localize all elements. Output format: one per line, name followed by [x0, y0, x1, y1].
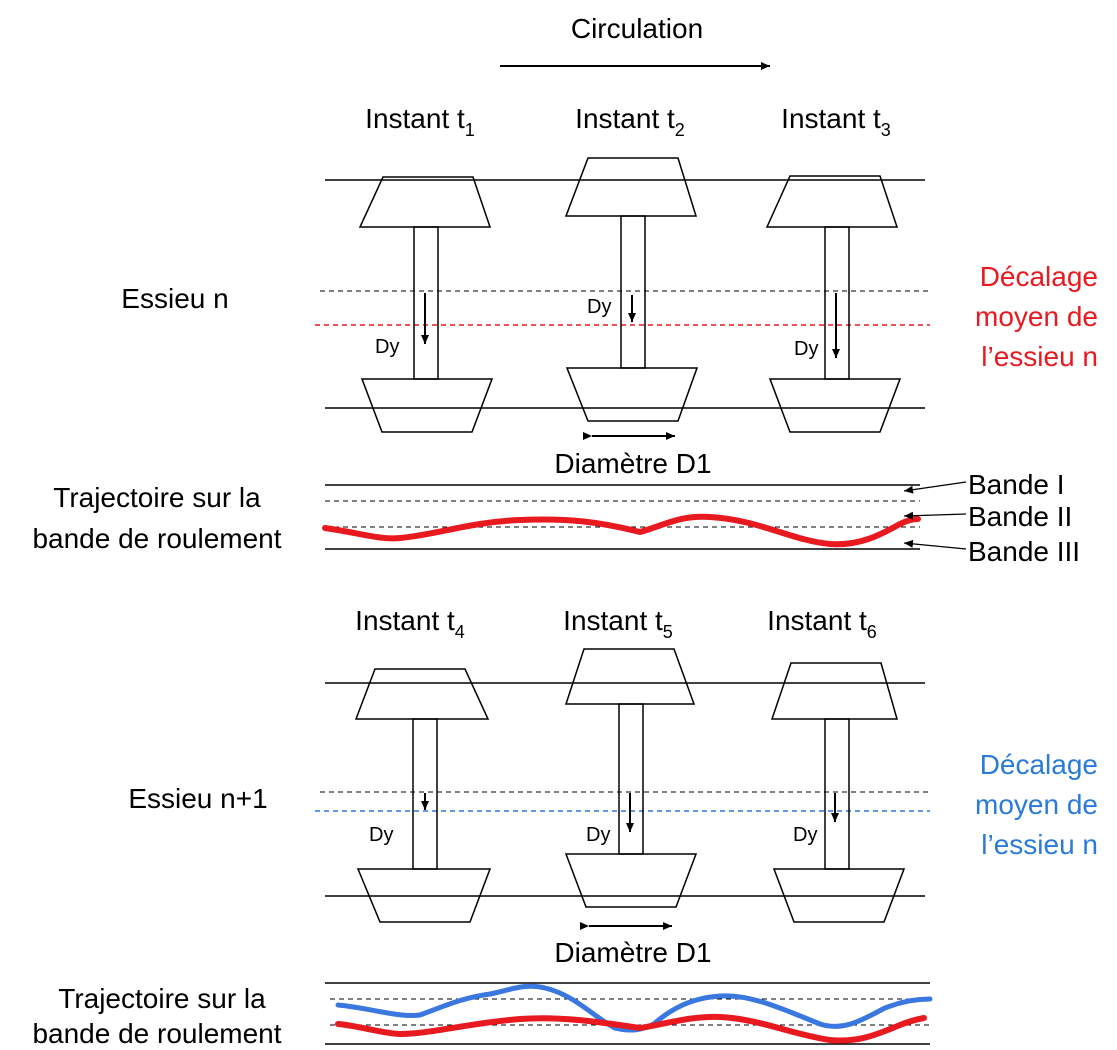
band-3-label: Bande III: [968, 536, 1080, 567]
wheelset-t4: [354, 668, 492, 923]
wheel-bottom: [360, 378, 494, 433]
top-section: Instant t1 Instant t2 Instant t3 Dy Dy D…: [32, 103, 1098, 567]
wheelset-t2: [564, 157, 699, 422]
wheel-top: [564, 157, 698, 217]
wheel-bottom: [565, 367, 699, 422]
trajectory-curve-blue: [335, 983, 933, 1033]
wheelset-t5: [564, 648, 698, 908]
instant-t1-label: Instant t1: [365, 103, 475, 140]
instant-t3-label: Instant t3: [781, 103, 891, 140]
axle-label: Essieu n+1: [128, 783, 267, 814]
dy-label-t3: Dy: [794, 338, 818, 360]
trajectory-curve-red: [335, 1013, 927, 1044]
wheel-top: [770, 662, 898, 720]
band-3-leader: [903, 539, 967, 550]
offset-label-line-2: moyen de: [975, 301, 1098, 332]
axle-label: Essieu n: [121, 283, 228, 314]
instant-t2-label: Instant t2: [575, 103, 685, 140]
band-1-leader: [903, 481, 967, 494]
offset-label-line-3: l’essieu n: [981, 829, 1098, 860]
instant-t6-label: Instant t6: [767, 605, 877, 642]
wheelset-t6: [770, 662, 906, 923]
diameter-label: Diamètre D1: [554, 937, 711, 968]
trajectory-label-line-1: Trajectoire sur la: [58, 983, 266, 1014]
axle: [620, 215, 646, 369]
offset-label-line-1: Décalage: [980, 261, 1098, 292]
band-1-label: Bande I: [968, 469, 1065, 500]
trajectory-label-line-2: bande de roulement: [32, 1018, 281, 1045]
dy-label-t6: Dy: [793, 824, 817, 846]
circulation-label: Circulation: [571, 13, 703, 44]
wheelset-t1: [358, 176, 494, 433]
offset-label-line-1: Décalage: [980, 749, 1098, 780]
dy-label-t5: Dy: [586, 824, 610, 846]
wheel-top: [765, 175, 899, 228]
bottom-section: Instant t4 Instant t5 Instant t6 Dy Dy D…: [32, 605, 1098, 1049]
offset-label: Décalage moyen de l’essieu n: [975, 261, 1098, 372]
trajectory-label-line-1: Trajectoire sur la: [53, 482, 261, 513]
wheelset-t3: [765, 175, 902, 433]
dy-label-t1: Dy: [375, 336, 399, 358]
offset-label-line-3: l’essieu n: [981, 341, 1098, 372]
offset-label-line-2: moyen de: [975, 789, 1098, 820]
wheel-top: [354, 668, 490, 720]
wheel-top: [358, 176, 492, 228]
trajectory-curve-red: [322, 513, 921, 548]
trajectory-label-line-2: bande de roulement: [32, 523, 281, 554]
wheel-bottom: [772, 868, 906, 923]
wheel-bottom: [356, 868, 492, 923]
band-2-leader: [903, 511, 967, 520]
band-2-label: Bande II: [968, 501, 1072, 532]
axle: [824, 718, 850, 870]
dy-label-t4: Dy: [369, 824, 393, 846]
wheel-top: [564, 648, 696, 705]
dy-label-t2: Dy: [587, 296, 611, 318]
instant-t5-label: Instant t5: [563, 605, 673, 642]
wheel-bottom: [564, 853, 698, 908]
instant-t4-label: Instant t4: [355, 605, 465, 642]
wheel-bottom: [768, 378, 902, 433]
diameter-label: Diamètre D1: [554, 448, 711, 479]
